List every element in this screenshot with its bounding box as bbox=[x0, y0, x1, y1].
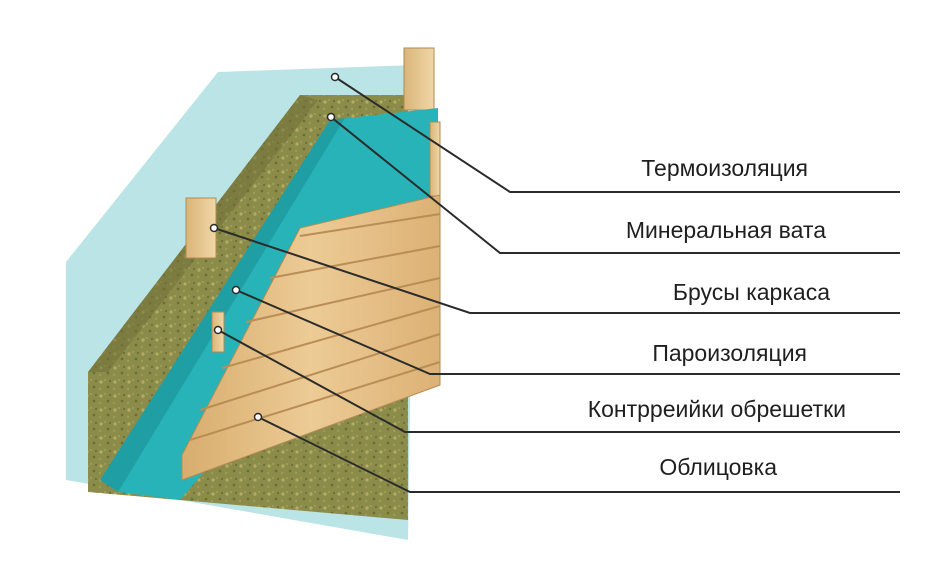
leader-line-mineral-wool bbox=[330, 116, 900, 254]
frame-beam-top bbox=[403, 47, 435, 111]
cladding-board-lines bbox=[189, 213, 441, 441]
label-cladding: Облицовка bbox=[659, 454, 777, 480]
label-mineral-wool: Минеральная вата bbox=[625, 217, 826, 243]
label-thermal-insulation: Термоизоляция bbox=[641, 155, 808, 181]
cladding-board-line bbox=[245, 277, 441, 323]
leader-line-counter-battens bbox=[217, 329, 900, 433]
counter-batten-top bbox=[429, 121, 441, 197]
cladding-board-line bbox=[269, 245, 441, 279]
leader-dot-frame-beams bbox=[209, 223, 219, 233]
leader-line-cladding bbox=[257, 416, 900, 493]
cladding-board-line bbox=[199, 333, 441, 411]
leader-dot-cladding bbox=[253, 412, 263, 422]
leader-line-vapor-barrier bbox=[235, 289, 900, 375]
leader-dot-counter-battens bbox=[213, 325, 223, 335]
leader-lines bbox=[209, 72, 900, 493]
leader-line-frame-beams bbox=[213, 227, 900, 314]
cladding-panel bbox=[181, 194, 441, 481]
leader-dot-thermal bbox=[330, 72, 340, 82]
label-vapor-barrier: Пароизоляция bbox=[652, 340, 807, 366]
leader-line-thermal bbox=[334, 76, 900, 193]
label-frame-beams: Брусы каркаса bbox=[672, 279, 830, 305]
cladding-board-line bbox=[221, 305, 441, 369]
vapor-barrier-fold bbox=[100, 118, 345, 492]
cladding-board-line bbox=[299, 213, 441, 237]
label-counter-battens: Контрреийки обрешетки bbox=[587, 396, 846, 422]
leader-dot-mineral-wool bbox=[326, 112, 336, 122]
cladding-board-line bbox=[189, 361, 441, 441]
leader-dot-vapor-barrier bbox=[231, 285, 241, 295]
